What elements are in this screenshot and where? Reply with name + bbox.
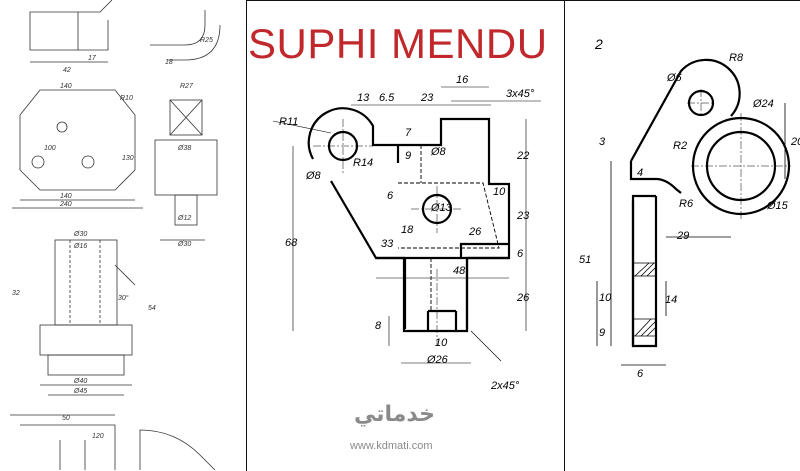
ref-dim-text: 42 (63, 67, 71, 74)
center-dim-phi26: Ø26 (426, 354, 449, 366)
right-dim-9: 9 (599, 327, 605, 339)
ref-dim-text: 130 (122, 155, 134, 162)
ref-dim-text: 17 (88, 55, 97, 62)
right-dim-51: 51 (579, 254, 591, 266)
center-dim-3x45: 3x45° (506, 88, 535, 100)
ref-dim-text: 140 (60, 83, 72, 90)
right-dim-3: 3 (599, 136, 606, 148)
ref-dim-text: 18 (165, 59, 173, 66)
center-dim-9: 9 (405, 150, 411, 162)
center-dim-phi8b: Ø8 (305, 170, 322, 182)
center-dim-22: 22 (516, 150, 529, 162)
center-dim-7: 7 (405, 127, 412, 139)
ref-dim-text: Ø12 (177, 215, 191, 222)
right-dim-phi6: Ø6 (666, 72, 683, 84)
ref-dim-text: Ø30 (177, 241, 191, 248)
ref-dim-text: R25 (200, 37, 213, 44)
ref-dim-text: 240 (59, 201, 72, 208)
center-dim-48: 48 (453, 265, 466, 277)
right-dim-r6: R6 (679, 198, 694, 210)
right-dim-4: 4 (637, 167, 643, 179)
ref-dim-text: Ø38 (177, 145, 191, 152)
center-dim-6: 6 (387, 190, 394, 202)
ref-dim-text: R27 (180, 83, 194, 90)
ref-dim-text: 54 (148, 305, 156, 312)
right-dim-r2: R2 (673, 140, 687, 152)
ref-dim-text: 32 (12, 290, 20, 297)
ref-dim-text: 120 (92, 433, 104, 440)
right-dim-20: 20 (790, 136, 800, 148)
drawing-number: 2 (594, 36, 603, 52)
right-dim-10: 10 (599, 292, 612, 304)
ref-dim-text: Ø45 (73, 388, 87, 395)
center-dim-23: 23 (420, 92, 434, 104)
author-title: SUPHI MENDU (248, 20, 548, 67)
center-dim-68: 68 (285, 237, 298, 249)
right-drawing-svg: 2 R8 Ø6 Ø24 3 R2 20 4 R6 Ø15 29 51 10 14… (579, 36, 800, 380)
center-dim-10b: 10 (435, 337, 448, 349)
center-dim-2x45: 2x45° (490, 380, 520, 392)
center-dim-26b: 26 (516, 292, 530, 304)
ref-dim-text: 140 (60, 193, 72, 200)
center-dim-10: 10 (493, 186, 506, 198)
center-dim-r11: R11 (279, 116, 298, 128)
center-dim-16: 16 (456, 74, 469, 86)
center-dim-33: 33 (381, 238, 394, 250)
ref-dim-text: R10 (120, 95, 133, 102)
center-dim-13: 13 (357, 92, 370, 104)
right-technical-drawing: 2 R8 Ø6 Ø24 3 R2 20 4 R6 Ø15 29 51 10 14… (564, 0, 800, 471)
right-dim-r8: R8 (729, 52, 744, 64)
right-dim-6: 6 (637, 368, 644, 380)
ref-dim-text: Ø40 (73, 378, 87, 385)
ref-dim-text: 50 (62, 415, 70, 422)
center-dim-8: 8 (375, 320, 382, 332)
reference-sheet-svg: 42 17 18 R25 140 R10 140 240 100 130 R27… (10, 0, 221, 470)
center-dim-r14: R14 (353, 157, 373, 169)
ref-dim-text: 100 (44, 145, 56, 152)
center-drawing-svg: 13 6.5 23 16 3x45° R11 7 Ø8 22 9 R14 Ø8 … (272, 74, 541, 392)
ref-dim-text: Ø16 (73, 243, 87, 250)
reference-drawing-sheet: 42 17 18 R25 140 R10 140 240 100 130 R27… (0, 0, 246, 470)
center-dim-phi8: Ø8 (430, 146, 447, 158)
right-dim-phi24: Ø24 (752, 98, 774, 110)
center-dim-26: 26 (468, 226, 482, 238)
watermark-url: www.kdmati.com (350, 440, 433, 452)
right-dim-phi15: Ø15 (766, 200, 789, 212)
center-dim-23b: 23 (516, 210, 530, 222)
ref-dim-text: 30° (118, 294, 129, 302)
center-dim-phi13: Ø13 (430, 202, 453, 214)
center-dim-6b: 6 (517, 248, 524, 260)
center-dim-6-5: 6.5 (379, 92, 395, 104)
center-technical-drawing: 13 6.5 23 16 3x45° R11 7 Ø8 22 9 R14 Ø8 … (246, 0, 565, 471)
center-dim-18: 18 (401, 224, 414, 236)
right-dim-14: 14 (665, 294, 677, 306)
watermark-arabic: خدماتي (354, 402, 435, 427)
ref-dim-text: Ø30 (73, 231, 87, 238)
right-dim-29: 29 (676, 230, 689, 242)
